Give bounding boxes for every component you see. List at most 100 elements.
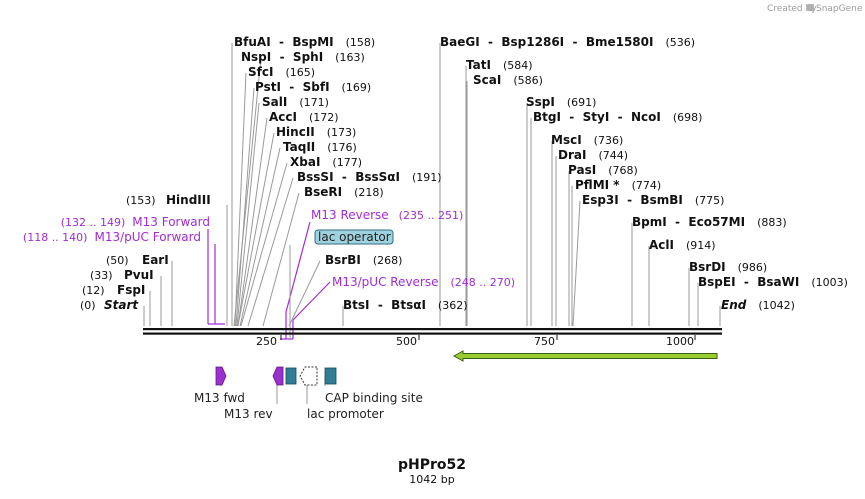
enzyme-position: (268) — [373, 254, 403, 267]
enzyme-name: BssSI - BssSαI — [297, 170, 400, 184]
enzyme-label-hincii: HincII(173) — [276, 125, 356, 139]
enzyme-position: (165) — [285, 66, 315, 79]
enzyme-position: (172) — [309, 111, 339, 124]
ruler-tick-250: 250 — [256, 335, 277, 348]
orf-arrow — [452, 350, 718, 362]
m13-fwd-arrow — [215, 366, 227, 386]
leader-lines — [143, 43, 721, 327]
enzyme-position: (883) — [757, 216, 787, 229]
enzyme-position: (774) — [632, 179, 662, 192]
enzyme-label-bpmi: BpmI - Eco57MI (883) — [632, 215, 787, 229]
enzyme-labels: (0)Start(12)FspI(33)PvuI(50)EarI(153)Hin… — [80, 35, 848, 312]
enzyme-position: (1042) — [758, 299, 795, 312]
enzyme-name: SspI — [526, 95, 555, 109]
enzyme-name: TatI — [466, 58, 491, 72]
enzyme-label-btsi: BtsI - BtsαI (362) — [343, 298, 468, 312]
lac-promoter-arrow — [299, 366, 318, 386]
enzyme-position: (169) — [342, 81, 372, 94]
primer-m13-forward-label: (132 .. 149)M13 Forward — [61, 215, 210, 229]
enzyme-position: (584) — [503, 59, 533, 72]
lac-operator-feature: lac operator — [289, 229, 394, 340]
enzyme-position: (0) — [80, 299, 96, 312]
enzyme-name: HindIII — [166, 193, 211, 207]
enzyme-name: NspI - SphI — [241, 50, 323, 64]
enzyme-label-bfuai: BfuAI - BspMI(158) — [234, 35, 375, 49]
enzyme-name: XbaI — [290, 155, 320, 169]
enzyme-name: BfuAI - BspMI — [234, 35, 334, 49]
enzyme-name: BspEI - BsaWI — [698, 275, 799, 289]
cap-site-box-1 — [285, 367, 297, 385]
enzyme-label-btgi: BtgI - StyI - NcoI(698) — [533, 110, 702, 124]
enzyme-label-sspi: SspI (691) — [526, 95, 596, 109]
enzyme-position: (176) — [327, 141, 357, 154]
ruler-tick-750: 750 — [534, 335, 555, 348]
enzyme-label-psti: PstI - SbfI (169) — [255, 80, 371, 94]
enzyme-label-scai: ScaI(586) — [473, 73, 543, 87]
enzyme-name: HincII — [276, 125, 315, 139]
primer-m13-puc-reverse-label: M13/pUC Reverse(248 .. 270) — [332, 275, 515, 289]
enzyme-label-bseri: BseRI(218) — [304, 185, 384, 199]
cap-site-box-2 — [324, 367, 337, 385]
enzyme-label-drai: DraI(744) — [558, 148, 628, 162]
enzyme-label-bspei: BspEI - BsaWI (1003) — [698, 275, 848, 289]
lac-operator-label: lac operator — [318, 230, 391, 244]
enzyme-position: (775) — [695, 194, 725, 207]
enzyme-label-sali: SalI (171) — [262, 95, 329, 109]
plasmid-name: pHPro52 — [398, 457, 466, 473]
enzyme-name: PstI - SbfI — [255, 80, 330, 94]
cap-site-label: CAP binding site — [325, 391, 423, 405]
enzyme-label-bsssi: BssSI - BssSαI (191) — [297, 170, 442, 184]
enzyme-name: PflMI * — [575, 178, 620, 192]
enzyme-label-start: (0)Start — [80, 298, 139, 312]
enzyme-position: (736) — [594, 134, 624, 147]
enzyme-position: (768) — [608, 164, 638, 177]
enzyme-label-bsrbi: BsrBI (268) — [325, 253, 402, 267]
enzyme-label-fspi: (12)FspI — [82, 283, 145, 297]
enzyme-label-acli: AclI(914) — [649, 238, 716, 252]
ruler: 250 500 750 1000 — [256, 335, 696, 348]
enzyme-name: BsrBI — [325, 253, 361, 267]
enzyme-position: (1003) — [811, 276, 848, 289]
enzyme-name: DraI — [558, 148, 586, 162]
enzyme-position: (163) — [335, 51, 365, 64]
lac-promoter-label: lac promoter — [307, 407, 384, 421]
enzyme-name: MscI — [551, 133, 582, 147]
enzyme-position: (171) — [299, 96, 329, 109]
enzyme-label-baegi: BaeGI - Bsp1286I - Bme1580I(536) — [440, 35, 695, 49]
enzyme-position: (153) — [126, 194, 156, 207]
enzyme-position: (586) — [513, 74, 543, 87]
enzyme-position: (698) — [673, 111, 703, 124]
enzyme-name: FspI — [117, 283, 145, 297]
enzyme-label-pasi: PasI (768) — [568, 163, 638, 177]
enzyme-position: (191) — [412, 171, 442, 184]
enzyme-label-xbai: XbaI (177) — [290, 155, 362, 169]
snapgene-watermark: Created by SnapGene — [767, 4, 863, 14]
enzyme-name: End — [721, 298, 747, 312]
enzyme-name: SfcI — [248, 65, 273, 79]
watermark-brand: SnapGene — [816, 4, 863, 14]
feature-track: M13 fwd M13 rev CAP binding site lac pro… — [194, 366, 423, 421]
m13-rev-arrow — [272, 366, 284, 386]
enzyme-name: AccI — [269, 110, 297, 124]
enzyme-position: (177) — [332, 156, 362, 169]
enzyme-position: (50) — [106, 254, 129, 267]
enzyme-position: (33) — [90, 269, 113, 282]
enzyme-label-eari: (50)EarI — [106, 253, 169, 267]
watermark-text: Created by — [767, 4, 817, 14]
enzyme-position: (536) — [665, 36, 695, 49]
m13-rev-label: M13 rev — [224, 407, 273, 421]
dna-backbone — [143, 328, 722, 335]
enzyme-name: SalI — [262, 95, 287, 109]
enzyme-label-taqii: TaqII(176) — [283, 140, 357, 154]
plasmid-length: 1042 bp — [409, 473, 454, 486]
enzyme-position: (691) — [567, 96, 597, 109]
enzyme-position: (986) — [738, 261, 768, 274]
enzyme-name: BtsI - BtsαI — [343, 298, 426, 312]
enzyme-name: BpmI - Eco57MI — [632, 215, 745, 229]
enzyme-position: (914) — [686, 239, 716, 252]
enzyme-label-acci: AccI (172) — [269, 110, 339, 124]
enzyme-position: (362) — [438, 299, 468, 312]
enzyme-name: PasI — [568, 163, 596, 177]
enzyme-label-esp3i: Esp3I - BsmBI(775) — [582, 193, 724, 207]
enzyme-label-pflmi: PflMI * (774) — [575, 178, 661, 192]
